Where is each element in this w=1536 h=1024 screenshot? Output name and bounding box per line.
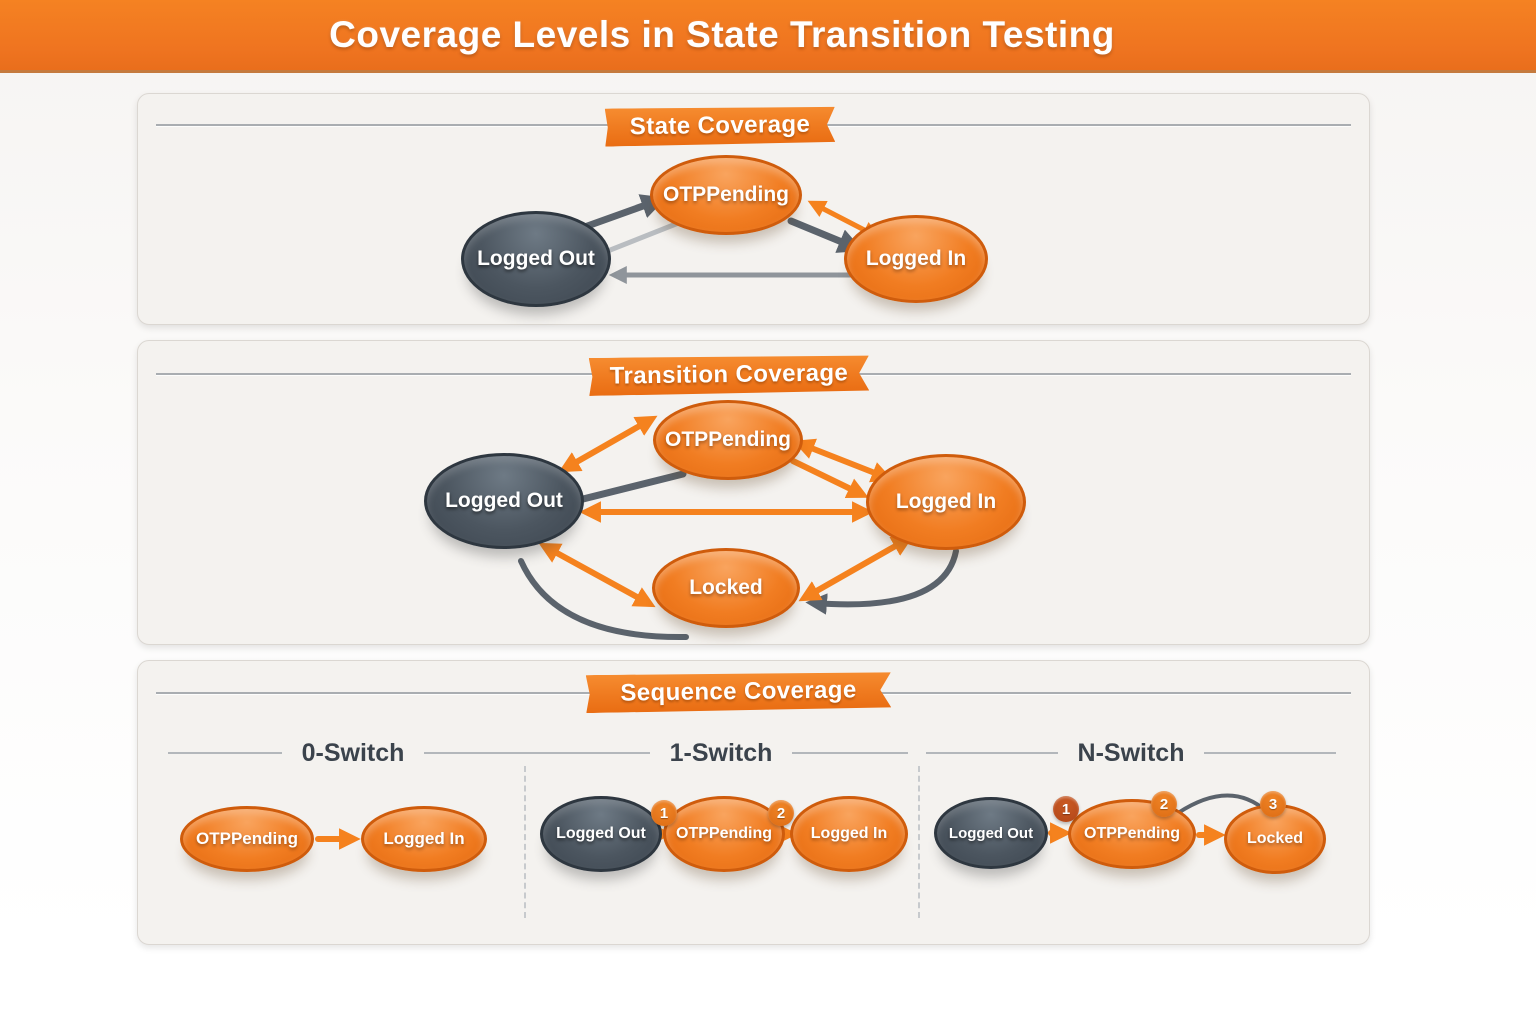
- transition-arrow-logged-out-to-otp-pending: [558, 415, 658, 473]
- ribbon-sequence-coverage: Sequence Coverage: [586, 671, 892, 713]
- state-node-locked: Locked: [652, 548, 800, 628]
- state-transition-arrows: [518, 415, 959, 641]
- sequence-step-badge-2: 2: [768, 800, 794, 826]
- page-title: Coverage Levels in State Transition Test…: [329, 14, 1115, 55]
- panel-transition-coverage: Transition Coverage Logged Out OTPPending…: [137, 340, 1370, 645]
- sequence-step-badge-1: 1: [1053, 796, 1079, 822]
- state-node-s0-logged-in: Logged In: [361, 806, 487, 872]
- ribbon-label: Transition Coverage: [609, 359, 849, 390]
- subheader-text: 1-Switch: [669, 738, 773, 767]
- state-node-s0-otp-pending: OTPPending: [180, 806, 314, 872]
- state-node-logged-out: Logged Out: [424, 453, 584, 549]
- panel-sequence-coverage: Sequence Coverage 0-Switch 1-Switch N-Sw…: [137, 660, 1370, 945]
- ribbon-label: State Coverage: [629, 110, 811, 141]
- section-divider: [918, 766, 920, 918]
- state-label: Logged Out: [556, 825, 646, 842]
- subsection-title-0-switch: 0-Switch: [168, 738, 539, 768]
- state-node-sn-locked: Locked: [1224, 804, 1326, 874]
- state-label: Locked: [1246, 830, 1303, 847]
- state-node-logged-in: Logged In: [866, 454, 1026, 550]
- state-node-otp-pending: OTPPending: [653, 400, 803, 480]
- state-node-sn-logged-out: Logged Out: [934, 797, 1048, 869]
- subheader-text: 0-Switch: [301, 738, 405, 767]
- state-node-s1-logged-out: Logged Out: [540, 796, 662, 872]
- state-node-logged-out: Logged Out: [461, 211, 611, 307]
- state-label: Logged In: [383, 829, 465, 848]
- ribbon-label: Sequence Coverage: [620, 676, 857, 707]
- subsection-title-1-switch: 1-Switch: [534, 738, 909, 768]
- subsection-title-n-switch: N-Switch: [926, 738, 1337, 768]
- subheader-line: [534, 752, 650, 754]
- transition-arrow-logged-out-to-locked: [538, 542, 656, 608]
- ribbon-transition-coverage: Transition Coverage: [589, 354, 870, 396]
- state-label: Locked: [689, 576, 763, 599]
- state-label: Logged In: [895, 490, 997, 513]
- subheader-line: [168, 752, 282, 754]
- sequence-step-badge-2: 2: [1151, 791, 1177, 817]
- state-label: Logged Out: [445, 489, 563, 512]
- ribbon-state-coverage: State Coverage: [605, 105, 836, 146]
- transition-arrow-locked-to-logged-in: [798, 535, 914, 602]
- subheader-line: [1204, 752, 1337, 754]
- subheader-line: [424, 752, 539, 754]
- transition-arrow-logged-out-to-otp-pending: [575, 194, 667, 233]
- state-node-s1-logged-in: Logged In: [790, 796, 908, 872]
- state-node-s1-otp-pending: OTPPending: [663, 796, 785, 872]
- transition-arrow-otp-pending-to-logged-in: [792, 438, 894, 483]
- subheader-line: [926, 752, 1058, 754]
- state-label: OTPPending: [676, 825, 772, 842]
- state-node-logged-in: Logged In: [844, 215, 988, 303]
- sequence-step-badge-3: 3: [1260, 791, 1286, 817]
- state-label: OTPPending: [196, 829, 298, 848]
- state-label: OTPPending: [665, 428, 791, 451]
- state-label: Logged In: [810, 825, 888, 842]
- state-label: Logged Out: [948, 824, 1034, 842]
- state-nodes: OTPPending Logged In Logged Out OTPPending L…: [138, 661, 1369, 944]
- transition-arrow-otp-pending-to-logged-in: [790, 458, 869, 499]
- transition-arrow-logged-out-to-locked: [518, 558, 689, 641]
- state-node-otp-pending: OTPPending: [650, 155, 802, 235]
- sequence-step-badge-1: 1: [651, 800, 677, 826]
- state-label: Logged Out: [477, 247, 595, 270]
- state-label: OTPPending: [663, 183, 789, 206]
- section-divider: [524, 766, 526, 918]
- subheader-line: [792, 752, 909, 754]
- state-label: OTPPending: [1084, 825, 1180, 842]
- state-label: Logged In: [865, 247, 967, 270]
- transition-arrow-logged-in-to-locked: [805, 548, 959, 615]
- state-node-sn-otp-pending: OTPPending: [1068, 799, 1196, 869]
- header-bar: Coverage Levels in State Transition Test…: [0, 0, 1536, 73]
- subheader-text: N-Switch: [1077, 738, 1185, 767]
